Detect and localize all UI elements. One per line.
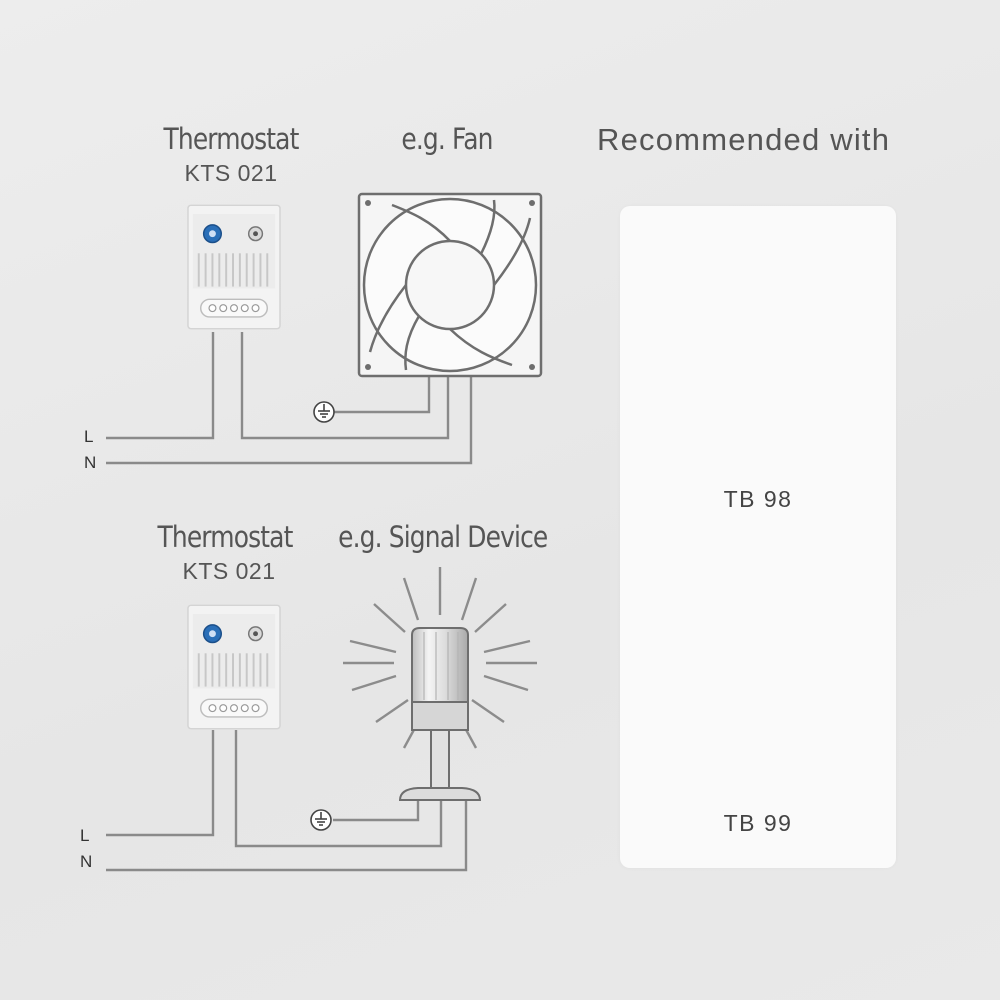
load-label: e.g. Signal Device	[338, 520, 548, 554]
line-label-n: N	[80, 852, 93, 871]
ground-icon	[313, 401, 335, 423]
thermostat-icon	[187, 204, 281, 330]
signal-lamp-icon	[343, 567, 537, 801]
wires-diagram-2	[106, 730, 468, 872]
product-name-tb99: TB 99	[723, 810, 793, 836]
device-label: Thermostat	[163, 122, 300, 156]
device-model: KTS 021	[182, 558, 276, 584]
product-name-tb98: TB 98	[723, 486, 793, 512]
ground-icon	[310, 809, 332, 831]
load-label: e.g. Fan	[401, 122, 493, 156]
line-label-l: L	[84, 427, 94, 446]
line-label-n: N	[84, 453, 97, 472]
line-label-l: L	[80, 826, 90, 845]
device-label: Thermostat	[157, 520, 294, 554]
recommended-title: Recommended with	[597, 122, 891, 157]
recommended-card: TB 98 TB 99	[620, 206, 896, 868]
thermostat-icon	[187, 604, 281, 730]
fan-icon	[357, 192, 543, 378]
wires-diagram-1	[106, 332, 473, 465]
device-model: KTS 021	[184, 160, 278, 186]
